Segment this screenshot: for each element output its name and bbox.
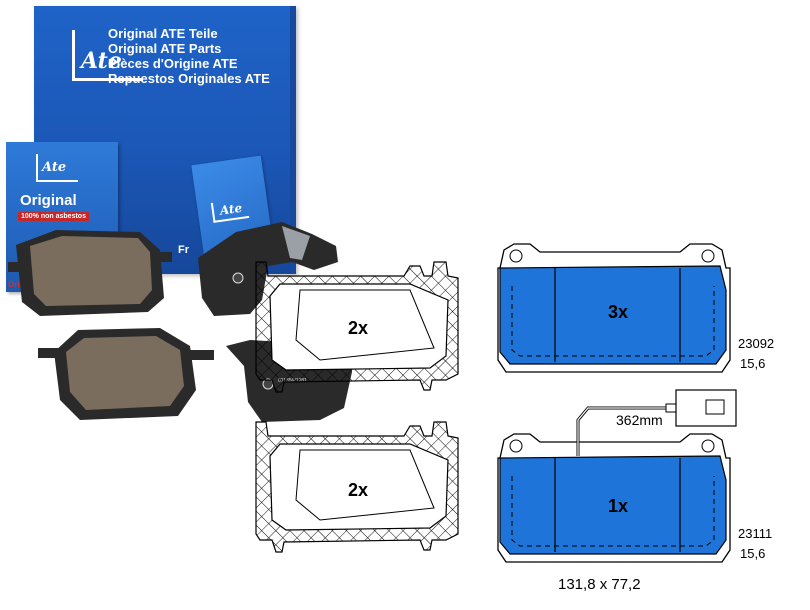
front-pad-drawing-upper xyxy=(497,243,731,373)
rear-pad-drawing-upper xyxy=(255,261,459,393)
box-partial-text: Fr xyxy=(178,244,189,256)
brake-pad-photo-upper-right xyxy=(198,222,338,316)
lower-pad-code: 23111 xyxy=(738,526,773,541)
box-text-fr: Pièces d'Origine ATE xyxy=(108,56,238,71)
ate-mini-logo-icon: Ate xyxy=(36,154,78,182)
pad-dimensions: 131,8 x 77,2 xyxy=(558,576,641,593)
rear-lower-qty: 2x xyxy=(348,480,369,500)
brake-pad-photo-lower-left xyxy=(38,328,214,420)
small-box-label: Original xyxy=(20,192,77,209)
rear-upper-qty: 2x xyxy=(348,318,369,338)
box-text-en: Original ATE Parts xyxy=(108,41,222,56)
front-lower-qty: 1x xyxy=(608,496,629,516)
front-upper-qty: 3x xyxy=(608,302,629,322)
box-text-de: Original ATE Teile xyxy=(108,26,218,41)
upper-pad-thickness: 15,6 xyxy=(740,356,766,371)
upper-pad-code: 23092 xyxy=(738,336,775,351)
non-asbestos-badge: 100% non asbestos xyxy=(18,212,89,221)
brake-pad-photo-upper-left xyxy=(8,230,172,316)
ate-logo-icon: Ate xyxy=(72,30,143,81)
box-text-es: Repuestos Originales ATE xyxy=(108,71,270,86)
lower-pad-thickness: 15,6 xyxy=(740,546,766,561)
rear-pad-drawing-lower xyxy=(255,421,459,553)
wear-sensor-drawing xyxy=(576,389,737,456)
sensor-length: 362mm xyxy=(616,412,663,428)
front-pad-drawing-lower xyxy=(497,433,731,563)
